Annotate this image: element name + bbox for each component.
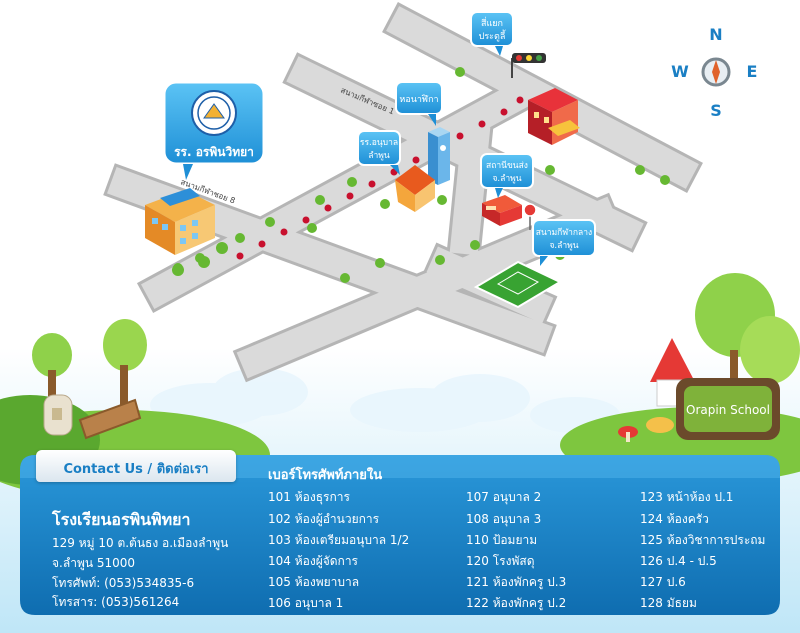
extension-item: 126 ป.4 - ป.5 [640, 554, 717, 568]
red-roof-house [650, 338, 695, 382]
school-name: โรงเรียนอรพินพิทยา [52, 510, 191, 529]
phone-number: โทรศัพท์: (053)534835-6 [52, 576, 195, 590]
extension-item: 108 อนุบาล 3 [466, 512, 542, 526]
extension-item: 121 ห้องพักครู ป.3 [466, 575, 567, 589]
compass-n: N [709, 25, 722, 44]
extension-item: 127 ป.6 [640, 575, 686, 589]
callout-stadium-line2: จ.ลำพูน [549, 241, 578, 251]
extension-item: 125 ห้องวิชาการประถม [640, 533, 766, 547]
callout-hall: หอนาฬิกา [395, 81, 443, 126]
contact-tab-label: Contact Us / ติดต่อเรา [63, 462, 209, 477]
extensions-title: เบอร์โทรศัพท์ภายใน [268, 468, 383, 483]
bus-stop-sign-icon [523, 203, 537, 230]
school-callout-label: รร. อรพินวิทยา [174, 145, 254, 159]
extension-item: 124 ห้องครัว [640, 512, 709, 526]
extension-item: 110 ป้อมยาม [466, 533, 538, 547]
callout-bus-station: สถานีขนส่ง จ.ลำพูน [480, 153, 534, 198]
extension-item: 105 ห้องพยาบาล [268, 575, 360, 589]
compass-w: W [671, 62, 689, 81]
compass-s: S [710, 101, 722, 120]
callout-intersection-line1: สี่แยก [481, 16, 503, 29]
signpost-icon [78, 398, 142, 440]
address-line2: จ.ลำพูน 51000 [52, 556, 136, 570]
extension-item: 103 ห้องเตรียมอนุบาล 1/2 [268, 533, 410, 547]
extension-item: 123 หน้าห้อง ป.1 [640, 490, 734, 504]
callout-stadium-line1: สนามกีฬากลาง [536, 227, 592, 238]
callout-kindergarten: รร.อนุบาล ลำพูน [357, 130, 401, 175]
kindergarten-building [380, 165, 447, 212]
stadium-field [473, 260, 563, 309]
extension-item: 120 โรงพัสดุ [466, 554, 535, 568]
red-building [528, 88, 580, 145]
compass-e: E [747, 62, 758, 81]
callout-intersection: สี่แยก ประตูลี้ [470, 11, 514, 56]
extension-item: 102 ห้องผู้อำนวยการ [268, 512, 380, 526]
callout-hall-line1: หอนาฬิกา [399, 94, 438, 105]
extension-item: 107 อนุบาล 2 [466, 490, 542, 504]
bus-icon [482, 195, 522, 226]
compass-icon: N S E W [671, 25, 757, 120]
extension-item: 101 ห้องธุรการ [268, 490, 350, 504]
school-building [145, 188, 228, 276]
extension-item: 104 ห้องผู้จัดการ [268, 554, 358, 568]
address-line1: 129 หมู่ 10 ต.ต้นธง อ.เมืองลำพูน [52, 536, 229, 550]
callout-bus-station-line1: สถานีขนส่ง [486, 160, 528, 171]
fax-number: โทรสาร: (053)561264 [52, 595, 180, 609]
extension-item: 122 ห้องพักครู ป.2 [466, 596, 567, 610]
callout-kindergarten-line2: ลำพูน [368, 151, 390, 161]
extension-item: 106 อนุบาล 1 [268, 596, 344, 610]
callout-stadium: สนามกีฬากลาง จ.ลำพูน [532, 219, 596, 266]
callout-kindergarten-line1: รร.อนุบาล [360, 138, 398, 148]
contact-tab[interactable]: Contact Us / ติดต่อเรา [36, 450, 236, 482]
school-sign-label: Orapin School [686, 403, 770, 417]
callout-bus-station-line2: จ.ลำพูน [492, 174, 521, 184]
callout-intersection-line2: ประตูลี้ [479, 29, 507, 42]
clock-tower [428, 127, 450, 185]
extension-item: 128 มัธยม [640, 596, 697, 610]
traffic-light-icon [511, 53, 546, 78]
school-callout: รร. อรพินวิทยา [162, 80, 266, 180]
